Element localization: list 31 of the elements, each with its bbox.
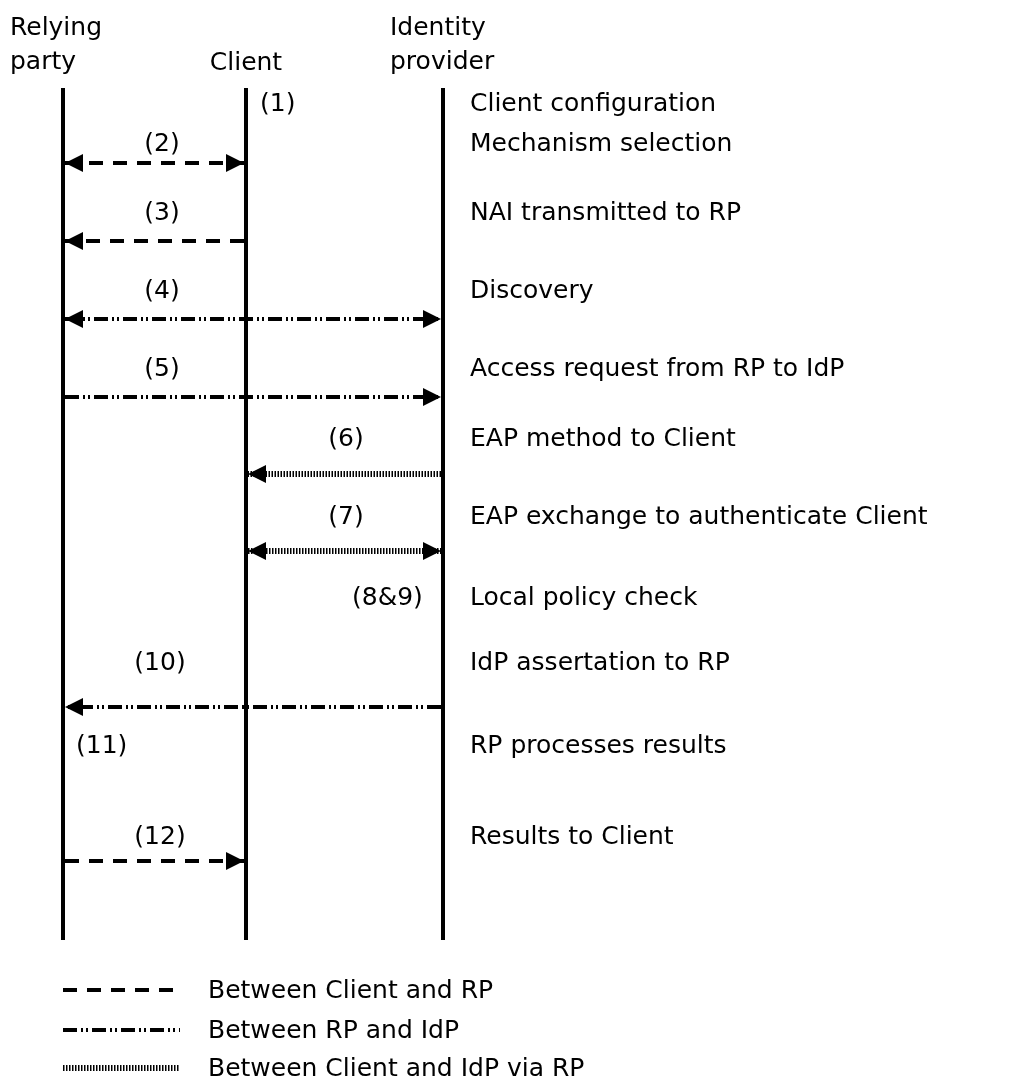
message-arrow xyxy=(248,465,441,483)
step-description: RP processes results xyxy=(470,730,727,760)
message-arrow xyxy=(65,154,244,172)
step-description: IdP assertation to RP xyxy=(470,647,730,677)
step-number: (1) xyxy=(260,88,296,118)
step-description: NAI transmitted to RP xyxy=(470,197,741,227)
lifeline xyxy=(61,88,65,940)
step-description: Mechanism selection xyxy=(470,128,733,158)
participant-label: Identity provider xyxy=(390,11,496,77)
step-number: (11) xyxy=(76,730,128,760)
legend-text: Between Client and IdP via RP xyxy=(208,1053,585,1083)
message-arrow xyxy=(65,388,441,406)
lifeline xyxy=(244,88,248,940)
message-arrow xyxy=(248,542,441,560)
step-description: Access request from RP to IdP xyxy=(470,353,845,383)
message-arrow xyxy=(65,232,244,250)
step-description: EAP exchange to authenticate Client xyxy=(470,501,928,531)
step-description: Client configuration xyxy=(470,88,717,118)
legend-text: Between RP and IdP xyxy=(208,1015,460,1045)
message-arrow xyxy=(65,852,244,870)
message-arrow xyxy=(65,698,441,716)
step-description: Results to Client xyxy=(470,821,674,851)
lifeline xyxy=(441,88,445,940)
participant-label: Relying party xyxy=(10,11,104,77)
message-arrow xyxy=(65,310,441,328)
step-description: Local policy check xyxy=(470,582,698,612)
participant-label: Client xyxy=(208,46,284,78)
step-number: (8&9) xyxy=(352,582,423,612)
step-description: EAP method to Client xyxy=(470,423,736,453)
step-description: Discovery xyxy=(470,275,594,305)
legend-text: Between Client and RP xyxy=(208,975,494,1005)
